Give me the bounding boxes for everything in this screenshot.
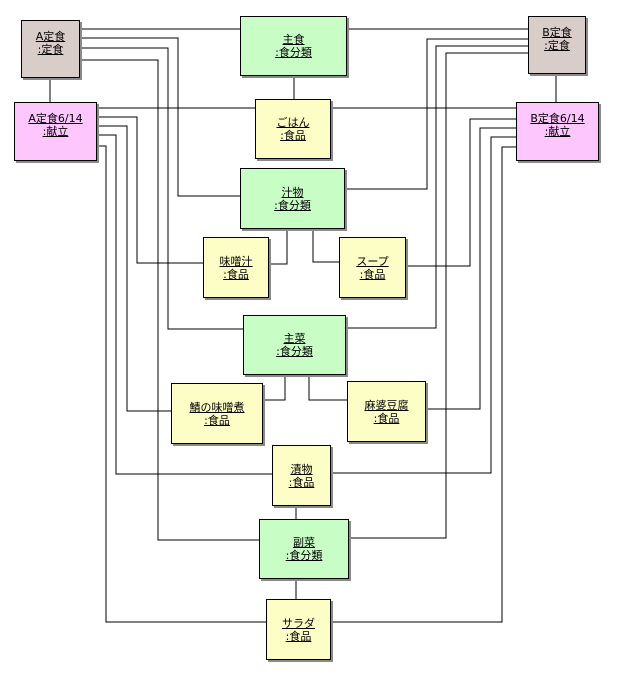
link-shirumono-misoshiru	[269, 229, 288, 265]
fukusai-class: :食分類	[285, 549, 323, 562]
gohan-name: ごはん	[276, 116, 310, 129]
a-menu-class: :献立	[42, 125, 69, 138]
saba-object[interactable]: 鯖の味噌煮 :食品	[171, 383, 263, 444]
link-shirumono-soup	[312, 229, 339, 263]
a-set-object[interactable]: A定食 :定食	[21, 20, 80, 78]
tsukemono-name: 漬物	[290, 462, 313, 476]
b-set-class: :定食	[544, 39, 570, 52]
a-set-name: A定食	[35, 30, 66, 43]
link-shusai-saba	[263, 375, 286, 401]
shushoku-object[interactable]: 主食 :食分類	[240, 16, 347, 76]
fukusai-name: 副菜	[293, 536, 315, 549]
shirumono-name: 汁物	[281, 185, 304, 199]
soup-name: スープ	[356, 254, 389, 268]
shirumono-class: :食分類	[274, 198, 311, 212]
tsukemono-class: :食品	[288, 475, 315, 489]
misoshiru-class: :食品	[223, 267, 249, 281]
link-a-menu-misoshiru	[97, 116, 203, 264]
a-menu-name: A定食6/14	[28, 112, 83, 125]
b-menu-class: :献立	[544, 125, 571, 138]
link-b-menu-mabo	[426, 127, 516, 410]
misoshiru-object[interactable]: 味噌汁 :食品	[203, 237, 269, 298]
fukusai-object[interactable]: 副菜 :食分類	[259, 519, 349, 579]
salad-object[interactable]: サラダ :食品	[266, 599, 331, 660]
mabo-name: 麻婆豆腐	[364, 398, 409, 412]
gohan-object[interactable]: ごはん :食品	[255, 99, 331, 159]
misoshiru-name: 味噌汁	[219, 254, 253, 268]
mabo-object[interactable]: 麻婆豆腐 :食品	[347, 381, 426, 442]
tsukemono-object[interactable]: 漬物 :食品	[272, 445, 331, 506]
salad-class: :食品	[285, 629, 312, 643]
link-b-menu-salad	[331, 146, 516, 623]
shushoku-class: :食分類	[275, 46, 312, 59]
salad-name: サラダ	[282, 616, 315, 630]
link-a-menu-saba	[97, 125, 171, 412]
link-a-menu-salad	[97, 145, 266, 623]
soup-class: :食品	[359, 267, 386, 281]
shirumono-object[interactable]: 汁物 :食分類	[240, 168, 345, 229]
link-shusai-mabo	[308, 375, 347, 401]
b-set-name: B定食	[542, 26, 572, 39]
shushoku-name: 主食	[282, 33, 305, 46]
link-a-set-fukusai	[80, 59, 259, 541]
b-menu-object[interactable]: B定食6/14 :献立	[516, 102, 599, 161]
link-b-menu-tsukemono	[331, 136, 516, 474]
link-a-menu-tsukemono	[97, 134, 272, 475]
link-b-set-shusai	[346, 45, 528, 329]
gohan-class: :食品	[280, 129, 306, 142]
mabo-class: :食品	[373, 411, 400, 425]
link-a-set-shirumono	[80, 37, 240, 197]
link-b-menu-soup	[406, 118, 516, 267]
a-menu-object[interactable]: A定食6/14 :献立	[14, 102, 97, 161]
saba-class: :食品	[204, 413, 230, 427]
b-menu-name: B定食6/14	[530, 112, 585, 125]
link-b-set-shirumono	[346, 38, 528, 190]
shusai-object[interactable]: 主菜 :食分類	[243, 315, 346, 375]
shusai-class: :食分類	[276, 345, 313, 358]
link-a-set-shusai	[80, 47, 243, 330]
soup-object[interactable]: スープ :食品	[339, 237, 406, 298]
saba-name: 鯖の味噌煮	[189, 400, 245, 414]
a-set-class: :定食	[37, 43, 64, 56]
shusai-name: 主菜	[283, 332, 306, 345]
b-set-object[interactable]: B定食 :定食	[528, 16, 586, 74]
link-b-set-fukusai	[349, 52, 528, 539]
